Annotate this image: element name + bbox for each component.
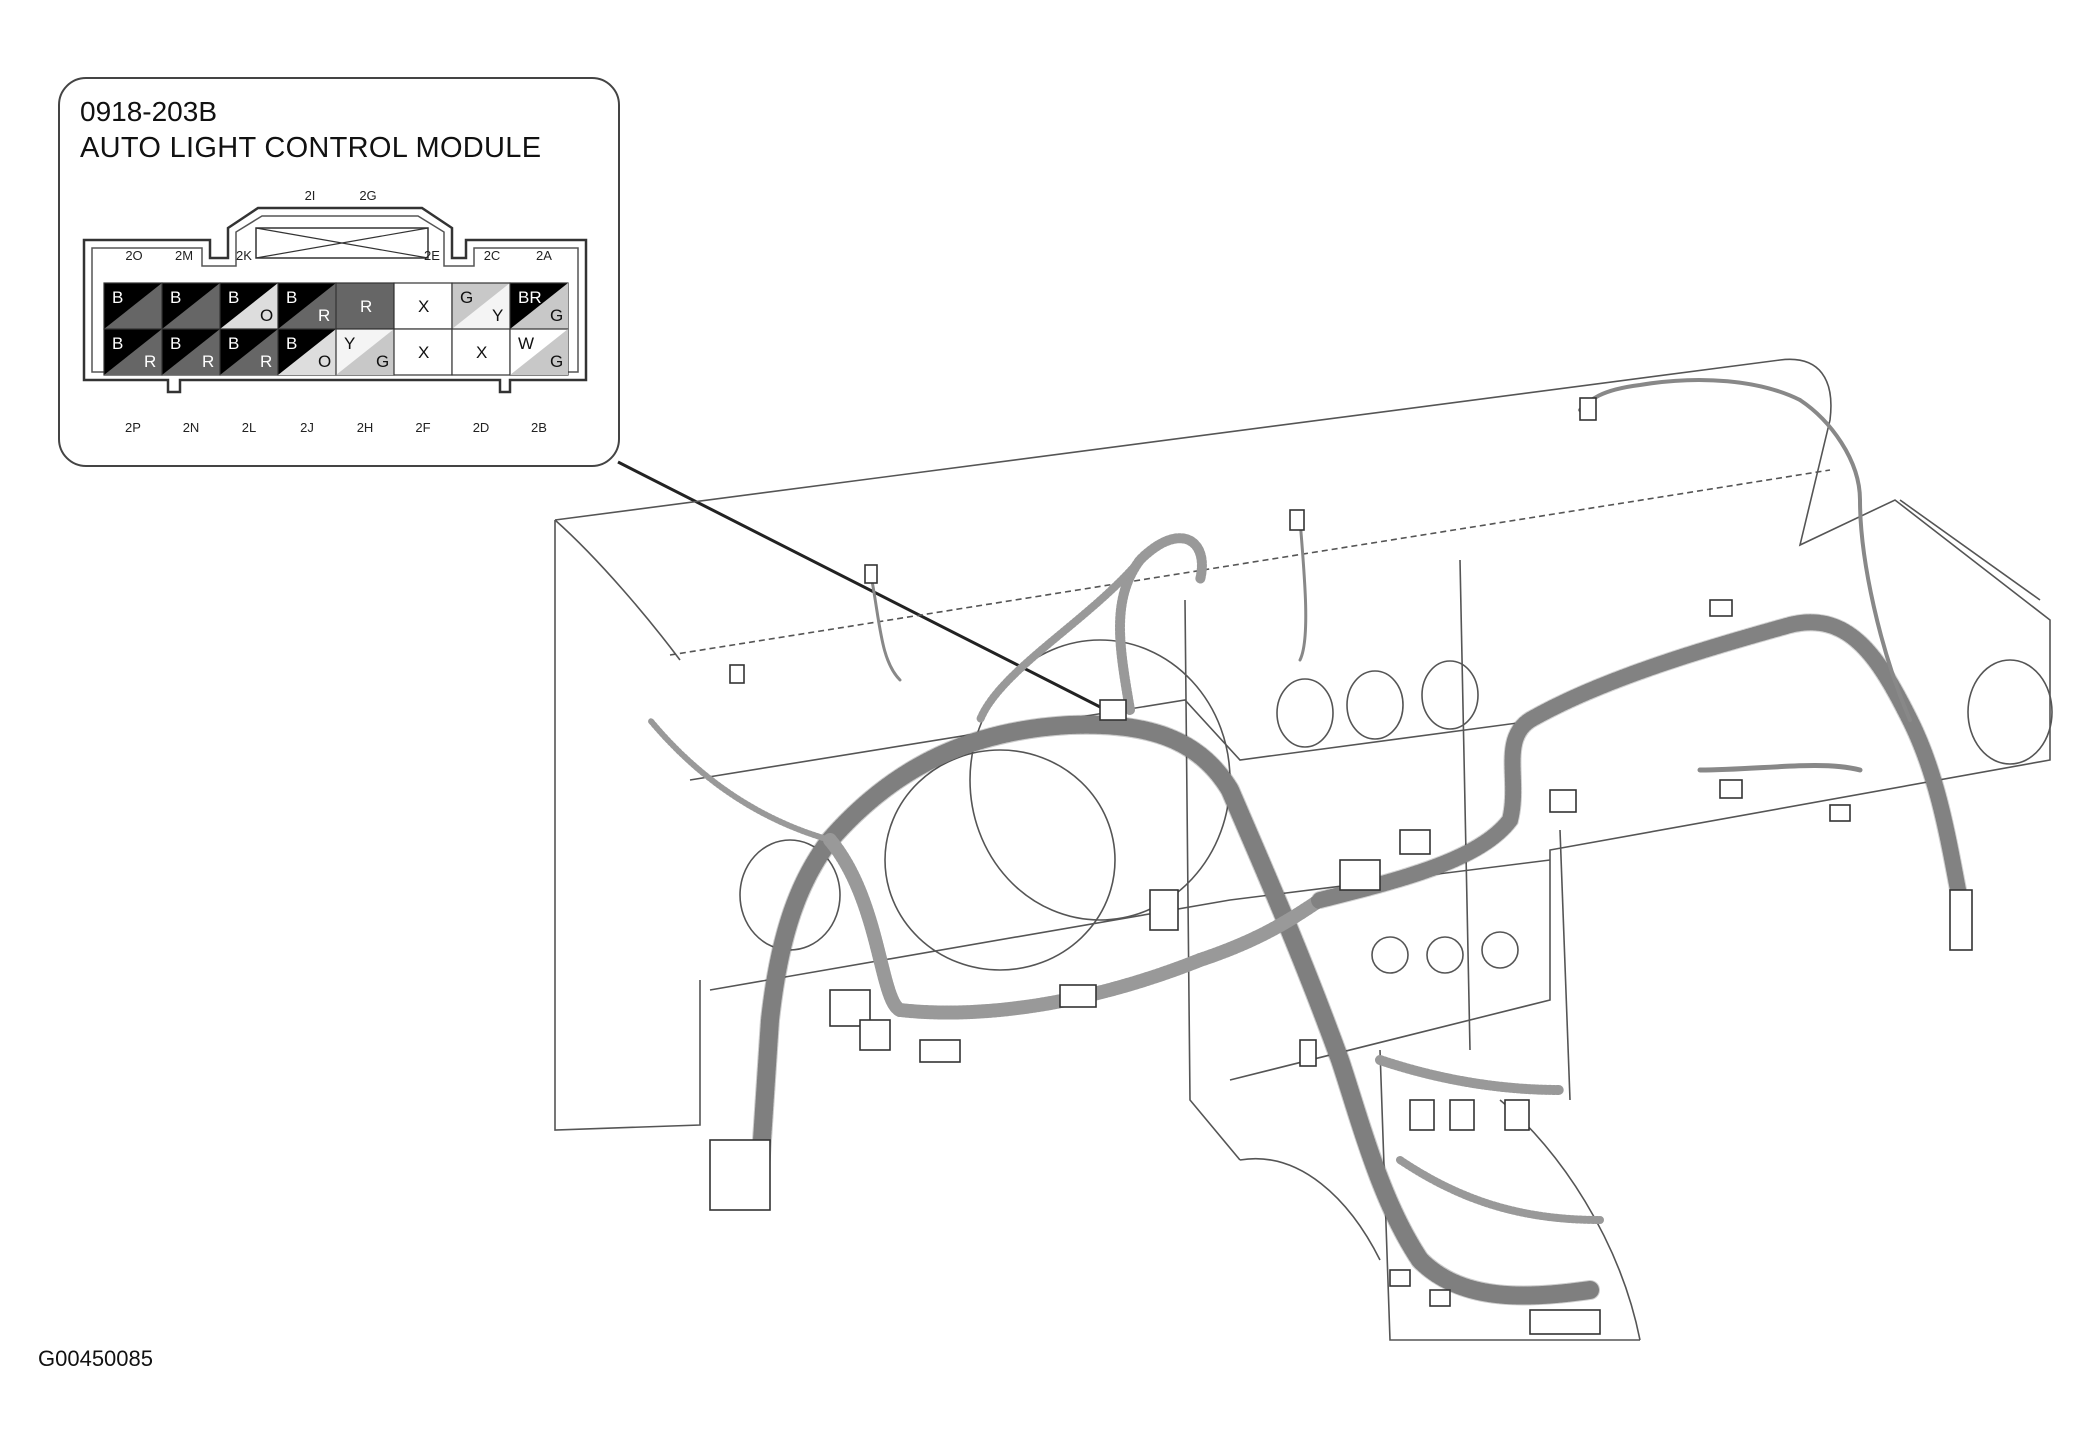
pin-wire-color-primary: G [460,288,473,307]
pin-label-top: 2I [305,188,316,203]
pin-wire-color-primary: B [170,288,181,307]
pin-label-bottom: 2B [531,420,547,435]
pin-color-split [336,329,394,375]
pin-wire-color-secondary: G [550,352,563,371]
connector-pin-cell [393,282,453,330]
pin-color-split [452,283,510,329]
pin-color-split [162,283,220,329]
pin-label-bottom: 2N [183,420,200,435]
pin-color-split [104,329,162,375]
pin-color-split [510,329,568,375]
pin-label-top: 2G [359,188,376,203]
pin-label-bottom: 2J [300,420,314,435]
pin-label-upper: 2K [236,248,252,263]
dashboard-outline [554,358,2051,1341]
pin-wire-color-secondary: G [550,306,563,325]
dashboard-vents [739,639,2053,974]
key-cross-line [255,227,429,259]
pin-label-bottom: 2L [242,420,256,435]
connector-housing [82,206,588,394]
pin-wire-color-secondary: R [144,352,156,371]
pin-label-bottom: 2F [415,420,430,435]
pin-color-split [278,283,336,329]
pin-label-upper: 2E [424,248,440,263]
pin-wire-color-primary: B [170,334,181,353]
connector-pin-cell [393,328,453,376]
pin-color-split [510,283,568,329]
connector-pin-cell [451,328,511,376]
pin-wire-color-primary: Y [344,334,355,353]
pin-wire-color-primary: B [228,288,239,307]
callout-leader-line [617,460,1111,714]
pin-label-upper: 2M [175,248,193,263]
connector-key-window [255,227,429,259]
pin-wire-color-secondary: O [318,352,331,371]
pin-wire-color-secondary: R [202,352,214,371]
pin-wire-color-secondary: R [318,306,330,325]
pin-wire-color-primary: BR [518,288,542,307]
pin-label-bottom: 2P [125,420,141,435]
pin-wire-color-primary: B [286,288,297,307]
pin-color-split [162,329,220,375]
pin-wire-color-secondary: R [360,297,372,316]
pin-color-split [220,283,278,329]
pin-wire-color-primary: B [112,288,123,307]
pin-label-bottom: 2H [357,420,374,435]
pin-wire-color-secondary: O [260,306,273,325]
connector-inner-outline [91,215,579,373]
pin-wire-color-secondary: R [260,352,272,371]
connector-callout-panel [58,77,620,467]
pin-wire-color-primary: B [228,334,239,353]
pin-wire-color-primary: W [518,334,534,353]
pin-color-split [220,329,278,375]
pin-wire-color-secondary: X [418,297,429,316]
figure-id: G00450085 [38,1346,153,1371]
pin-color-split [278,329,336,375]
module-title: AUTO LIGHT CONTROL MODULE [80,132,542,164]
pin-wire-color-primary: B [286,334,297,353]
pin-label-upper: 2C [484,248,501,263]
pin-wire-color-secondary: X [476,343,487,362]
pin-label-upper: 2O [125,248,142,263]
pin-label-upper: 2A [536,248,552,263]
pin-label-bottom: 2D [473,420,490,435]
wire-harness [647,378,1969,1306]
connector-part-number: 0918-203B [80,96,218,127]
pin-labels: 2I 2G 2O 2M 2K 2E 2C 2A 2P 2N 2L 2J 2H 2F 2D 2B [125,188,552,435]
pin-wire-color-secondary: G [376,352,389,371]
pin-wire-color-primary: B [112,334,123,353]
harness-connectors [709,397,1973,1335]
pin-wire-color-secondary: Y [492,306,503,325]
pin-color-split [104,283,162,329]
pin-wire-color-secondary: X [418,343,429,362]
